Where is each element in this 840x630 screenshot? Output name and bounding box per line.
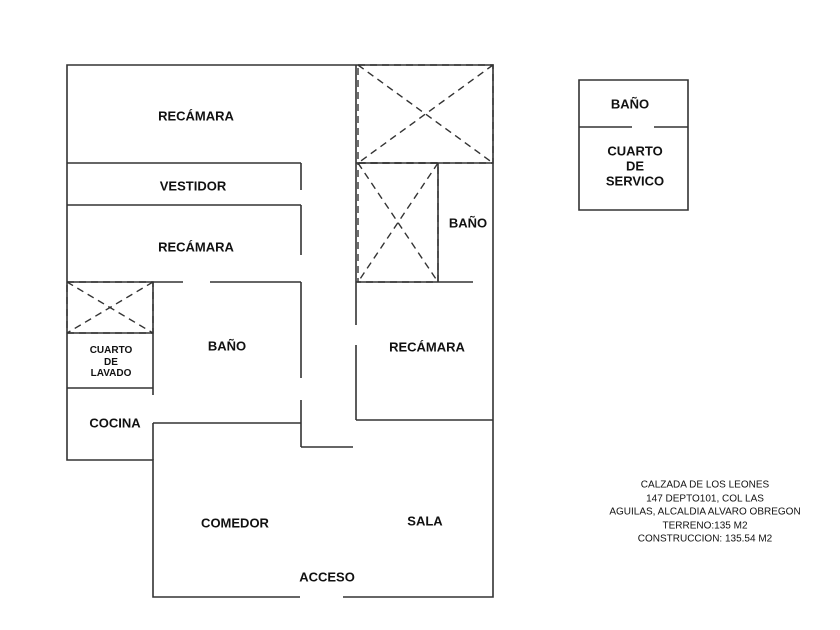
info-line: 147 DEPTO101, COL LAS <box>646 492 764 504</box>
voids <box>66 64 494 334</box>
room-label-bano-center: BAÑO <box>207 338 247 354</box>
room-label-cuarto-lavado: CUARTO DE LAVADO <box>89 344 133 379</box>
walls <box>66 64 689 598</box>
room-label-recamara-right: RECÁMARA <box>389 339 465 355</box>
room-label-recamara-top: RECÁMARA <box>158 108 234 124</box>
property-info: CALZADA DE LOS LEONES 147 DEPTO101, COL … <box>609 478 800 546</box>
room-label-comedor: COMEDOR <box>201 515 269 531</box>
room-label-recamara-mid: RECÁMARA <box>158 239 234 255</box>
service-room-wall <box>578 79 689 211</box>
info-line: TERRENO:135 M2 <box>662 519 748 531</box>
void-lavado <box>66 281 154 334</box>
room-label-bano-right: BAÑO <box>448 215 488 231</box>
info-line: CONSTRUCCION: 135.54 M2 <box>637 533 773 545</box>
info-line: CALZADA DE LOS LEONES <box>640 479 770 491</box>
room-label-sala: SALA <box>407 513 443 529</box>
void-top-right <box>357 64 494 164</box>
room-label-cuarto-servicio: CUARTO DE SERVICO <box>605 143 665 189</box>
room-label-cocina: COCINA <box>89 415 141 431</box>
room-label-service-bano: BAÑO <box>610 96 650 112</box>
outer-wall <box>66 64 494 598</box>
room-label-vestidor: VESTIDOR <box>159 178 227 194</box>
info-line: AGUILAS, ALCALDIA ALVARO OBREGON <box>609 506 801 518</box>
void-mid-right <box>357 162 439 283</box>
room-label-acceso: ACCESO <box>299 569 355 585</box>
